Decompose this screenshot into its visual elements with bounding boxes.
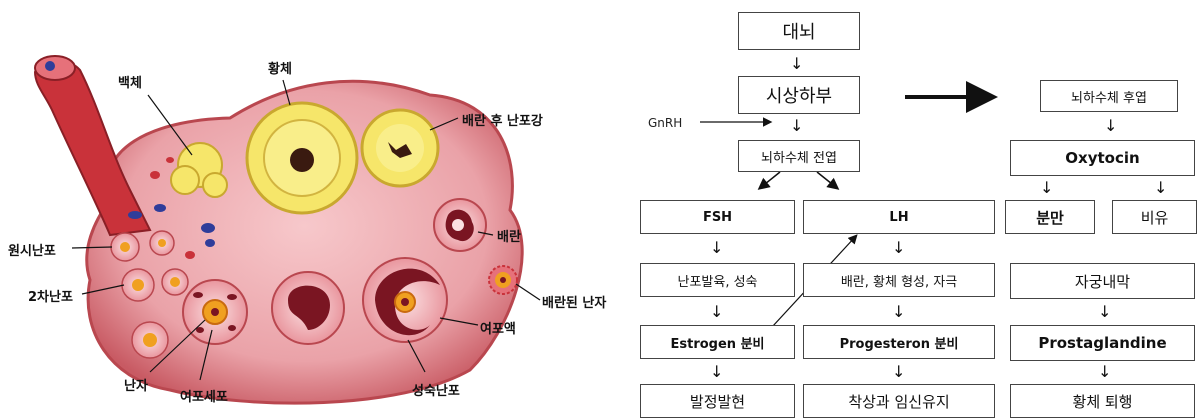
box-brain: 대뇌 xyxy=(738,12,860,50)
box-lh-effect: 배란, 황체 형성, 자극 xyxy=(803,263,995,297)
arrow-down-icon: ↓ xyxy=(710,304,723,320)
arrow-down-icon: ↓ xyxy=(1040,180,1053,196)
box-parturition: 분만 xyxy=(1005,200,1095,234)
box-fsh-effect: 난포발육, 성숙 xyxy=(640,263,795,297)
box-hypothalamus: 시상하부 xyxy=(738,76,860,114)
anterior-to-fsh-arrow xyxy=(760,172,780,188)
box-luteolysis: 황체 퇴행 xyxy=(1010,384,1195,418)
arrow-down-icon: ↓ xyxy=(790,118,803,134)
arrow-down-icon: ↓ xyxy=(1098,364,1111,380)
box-fsh: FSH xyxy=(640,200,795,234)
anterior-to-lh-arrow xyxy=(817,172,837,188)
arrow-down-icon: ↓ xyxy=(1098,304,1111,320)
label-gnrh: GnRH xyxy=(648,116,682,130)
arrow-down-icon: ↓ xyxy=(892,304,905,320)
arrow-down-icon: ↓ xyxy=(1104,118,1117,134)
arrow-down-icon: ↓ xyxy=(1154,180,1167,196)
box-estrogen: Estrogen 분비 xyxy=(640,325,795,359)
box-oxytocin: Oxytocin xyxy=(1010,140,1195,176)
box-posterior-pituitary: 뇌하수체 후엽 xyxy=(1040,80,1178,112)
box-pregnancy: 착상과 임신유지 xyxy=(803,384,995,418)
arrow-down-icon: ↓ xyxy=(710,240,723,256)
arrow-down-icon: ↓ xyxy=(710,364,723,380)
box-prostaglandine: Prostaglandine xyxy=(1010,325,1195,361)
box-lactation: 비유 xyxy=(1112,200,1197,234)
box-estrus: 발정발현 xyxy=(640,384,795,418)
box-endometrium: 자궁내막 xyxy=(1010,263,1195,299)
arrow-down-icon: ↓ xyxy=(892,364,905,380)
arrow-down-icon: ↓ xyxy=(790,56,803,72)
box-progesteron: Progesteron 분비 xyxy=(803,325,995,359)
box-anterior-pituitary: 뇌하수체 전엽 xyxy=(738,140,860,172)
box-lh: LH xyxy=(803,200,995,234)
arrow-down-icon: ↓ xyxy=(892,240,905,256)
